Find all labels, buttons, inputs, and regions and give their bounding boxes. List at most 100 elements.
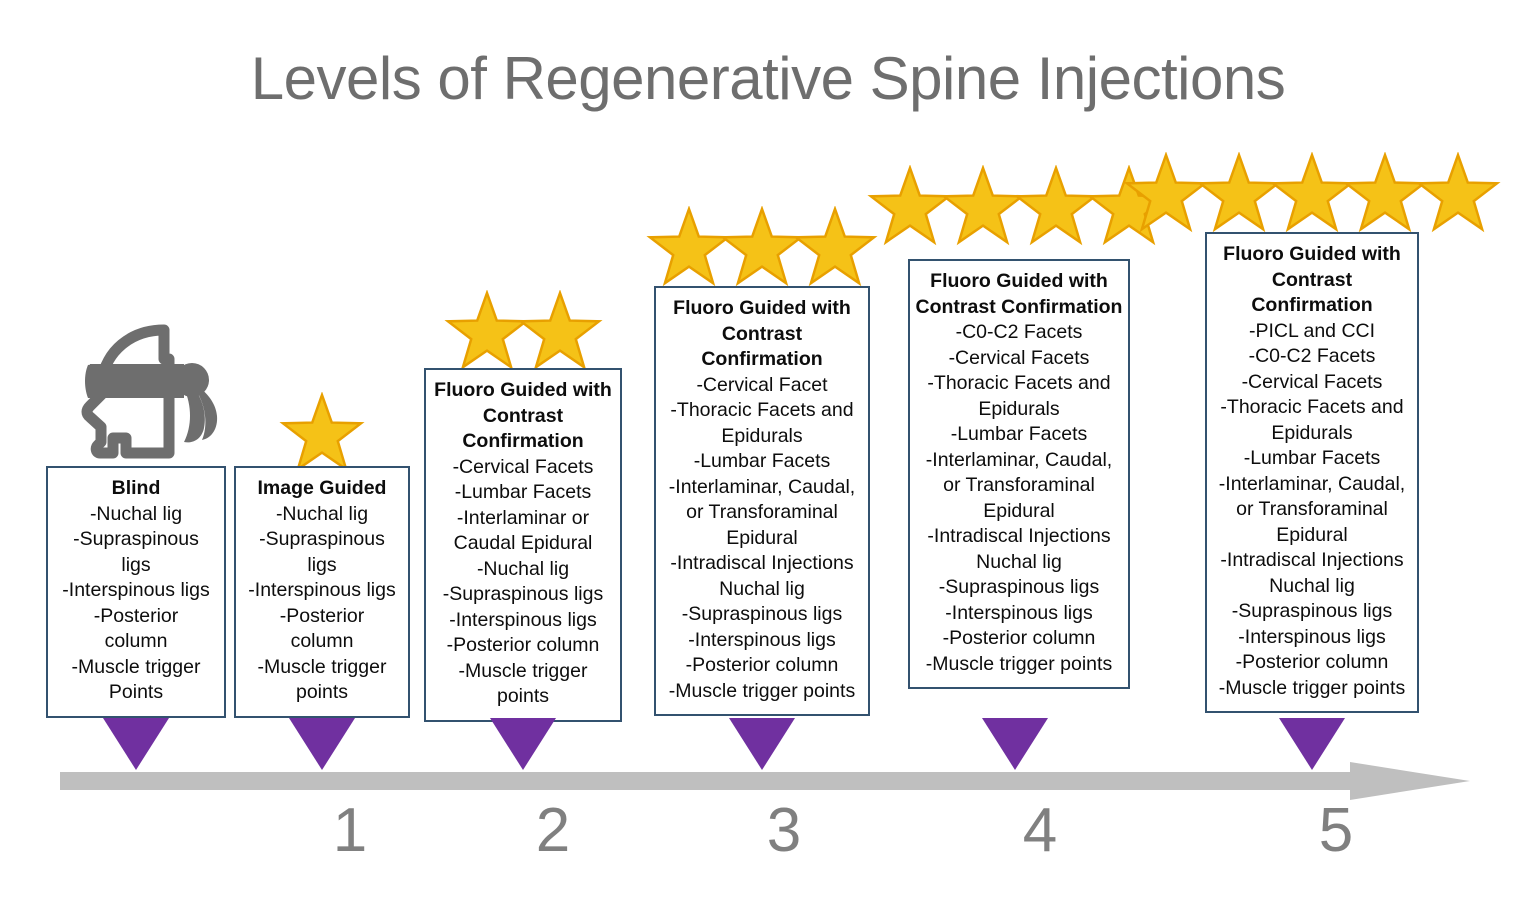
blindfolded-head-icon — [68, 302, 228, 467]
level-box-line: -Cervical Facet — [696, 373, 828, 396]
level-box-line: -Posterior column — [446, 634, 600, 656]
level-number-1: 1 — [332, 796, 368, 865]
level-box-line: -Supraspinous ligs — [938, 576, 1100, 598]
star-icon — [719, 206, 805, 294]
level-box-line: points — [295, 681, 349, 703]
level-box-line: -C0-C2 Facets — [955, 321, 1083, 343]
star-rating-level-2 — [443, 290, 603, 378]
level-box-3[interactable]: Fluoro Guided with Contrast Confirmation… — [654, 286, 870, 716]
level-box-line: -Muscle trigger — [458, 659, 588, 682]
level-box-line: column — [290, 630, 354, 652]
star-rating-level-1 — [279, 392, 365, 480]
level-box-line: -Muscle trigger — [71, 655, 201, 678]
star-rating-level-5 — [1123, 152, 1501, 240]
level-box-line: -Posterior — [279, 604, 365, 627]
star-icon — [1415, 152, 1501, 240]
level-box-line: -Cervical Facets — [948, 346, 1090, 369]
level-box-line: Nuchal lig — [719, 577, 805, 600]
level-box-line: -Lumbar Facets — [454, 481, 592, 503]
star-icon — [443, 290, 530, 378]
level-box-2[interactable]: Fluoro Guided with Contrast Confirmation… — [424, 368, 622, 722]
level-box-line: -Thoracic Facets and — [1220, 396, 1404, 418]
level-box-line: Epidural — [983, 499, 1055, 522]
down-triangle-marker-icon — [1279, 718, 1345, 775]
level-box-title: Image Guided — [257, 477, 387, 499]
level-box-line: -PICL and CCI — [1248, 319, 1376, 342]
down-triangle-marker-icon — [729, 718, 795, 775]
level-box-line: -Interspinous ligs — [1238, 625, 1386, 648]
level-box-line: Epidural — [726, 526, 798, 549]
down-triangle-marker-icon — [982, 718, 1048, 775]
level-box-line: -Supraspinous ligs — [681, 603, 843, 625]
level-box-title: Blind — [111, 477, 161, 499]
level-box-line: -Posterior — [93, 604, 179, 627]
level-box-line: -Supraspinous — [259, 528, 385, 550]
level-box-line: -Thoracic Facets and — [927, 372, 1111, 394]
star-icon — [1196, 152, 1282, 240]
level-box-line: Epidural — [1276, 523, 1348, 546]
level-box-line: -Muscle trigger — [257, 655, 387, 678]
star-icon — [1342, 152, 1428, 240]
star-icon — [279, 392, 365, 480]
level-box-line: -Posterior column — [685, 654, 839, 676]
level-box-title: Fluoro Guided with Contrast Confirmation — [915, 270, 1123, 318]
star-icon — [646, 206, 732, 294]
level-box-line: -Interlaminar, Caudal, — [1218, 472, 1406, 495]
level-box-line: -Cervical Facets — [452, 455, 594, 478]
star-icon — [516, 290, 603, 378]
level-number-2: 2 — [535, 796, 571, 865]
level-box-line: -Intradiscal Injections — [670, 552, 854, 574]
level-box-line: -Cervical Facets — [1241, 370, 1383, 393]
level-number-4: 4 — [1022, 796, 1058, 865]
level-box-line: ligs — [121, 553, 151, 576]
level-box-line: or Transforaminal — [686, 501, 838, 523]
level-box-line: column — [104, 630, 168, 652]
level-box-line: points — [496, 685, 550, 707]
star-icon — [1269, 152, 1355, 240]
level-box-line: -Interlaminar or — [456, 506, 590, 529]
level-box-line: -Nuchal lig — [275, 502, 369, 525]
down-triangle-marker-icon — [289, 718, 355, 775]
level-box-line: -Posterior column — [1235, 651, 1389, 673]
level-box-line: -Nuchal lig — [89, 502, 183, 525]
level-box-title: Fluoro Guided with Contrast Confirmation — [434, 379, 612, 452]
star-icon — [866, 165, 953, 253]
level-box-line: Epidurals — [1271, 421, 1353, 444]
level-box-line: -C0-C2 Facets — [1248, 345, 1376, 367]
level-box-line: Nuchal lig — [976, 550, 1062, 573]
level-box-line: -Lumbar Facets — [1243, 447, 1381, 469]
star-icon — [1012, 165, 1099, 253]
level-box-1[interactable]: Image Guided -Nuchal lig -Supraspinous ligs… — [234, 466, 410, 718]
star-icon — [1123, 152, 1209, 240]
level-box-line: -Posterior column — [942, 627, 1096, 649]
level-box-line: Caudal Epidural — [453, 532, 593, 554]
star-icon — [939, 165, 1026, 253]
level-box-line: -Muscle trigger points — [1218, 676, 1406, 699]
level-box-line: -Interlaminar, Caudal, — [925, 448, 1113, 471]
level-box-line: or Transforaminal — [1236, 498, 1388, 520]
level-box-line: -Supraspinous ligs — [442, 583, 604, 605]
level-box-line: -Supraspinous — [73, 528, 199, 550]
level-box-line: -Interspinous ligs — [449, 608, 597, 631]
level-box-line: or Transforaminal — [943, 474, 1095, 496]
level-box-line: -Lumbar Facets — [693, 450, 831, 472]
level-box-4[interactable]: Fluoro Guided with Contrast Confirmation… — [908, 259, 1130, 689]
level-box-line: -Muscle trigger points — [668, 679, 856, 702]
star-icon — [792, 206, 878, 294]
level-box-line: -Supraspinous ligs — [1231, 600, 1393, 622]
level-box-line: -Intradiscal Injections — [927, 525, 1111, 547]
level-box-line: -Interspinous ligs — [62, 579, 210, 601]
level-box-line: -Nuchal lig — [476, 557, 570, 580]
level-box-0[interactable]: Blind -Nuchal lig -Supraspinous ligs -Inters… — [46, 466, 226, 718]
level-box-5[interactable]: Fluoro Guided with Contrast Confirmation… — [1205, 232, 1419, 713]
level-box-title: Fluoro Guided with Contrast Confirmation — [1223, 243, 1401, 316]
level-box-line: -Interlaminar, Caudal, — [668, 475, 856, 498]
level-box-line: -Interspinous ligs — [688, 628, 836, 651]
down-triangle-marker-icon — [490, 718, 556, 775]
level-box-line: -Lumbar Facets — [950, 423, 1088, 445]
level-box-line: ligs — [307, 553, 337, 576]
level-box-line: -Intradiscal Injections — [1220, 549, 1404, 571]
level-box-line: Points — [108, 681, 164, 703]
level-box-line: Nuchal lig — [1269, 574, 1355, 597]
